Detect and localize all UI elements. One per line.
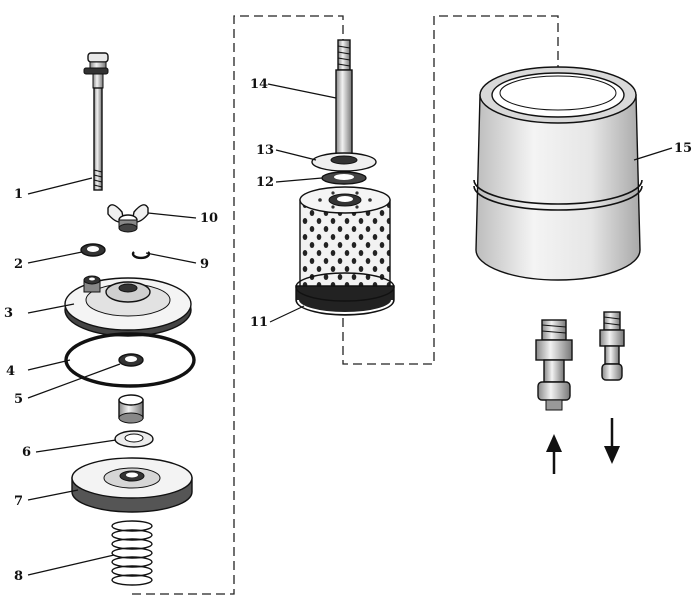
- part-6-washer: [114, 430, 154, 448]
- part-8-spring: [111, 520, 153, 586]
- part-4-gasket: [64, 332, 196, 388]
- outlet-arrow-icon: [604, 418, 620, 464]
- callout-7: 7: [14, 494, 23, 509]
- part-13-washer: [311, 152, 377, 172]
- callout-14: 14: [250, 77, 268, 92]
- callout-13: 13: [256, 143, 274, 158]
- inlet-fitting: [535, 319, 573, 411]
- leader-lines: [27, 83, 673, 576]
- part-7-spring-plate: [71, 457, 193, 513]
- callout-8: 8: [14, 569, 23, 584]
- part-11-filter-element: [295, 186, 395, 316]
- callout-labels: 1 2 3 4 5 6 7 8 9 10 11 12 13 14 15: [4, 77, 692, 584]
- callout-1: 1: [14, 187, 23, 202]
- assembly-guide-lines: [132, 15, 559, 595]
- part-3-filter-head: [64, 275, 192, 337]
- outlet-fitting: [599, 311, 625, 381]
- part-14-center-tube: [335, 39, 353, 161]
- callout-6: 6: [22, 445, 31, 460]
- part-2-washer: [80, 243, 106, 257]
- callout-2: 2: [14, 257, 23, 272]
- callout-11: 11: [250, 315, 268, 330]
- spacer-sleeve: [118, 394, 144, 424]
- callout-5: 5: [14, 392, 23, 407]
- callout-3: 3: [4, 306, 13, 321]
- part-12-seal: [321, 171, 367, 185]
- callout-4: 4: [6, 364, 15, 379]
- callout-10: 10: [200, 211, 218, 226]
- part-5-seal: [118, 353, 144, 367]
- callout-15: 15: [674, 141, 692, 156]
- part-15-filter-bowl: [473, 66, 643, 281]
- part-1-center-bolt: [83, 52, 109, 191]
- inlet-arrow-icon: [546, 434, 562, 474]
- callout-9: 9: [200, 257, 209, 272]
- callout-12: 12: [256, 175, 274, 190]
- part-10-wing-nut: [107, 204, 149, 233]
